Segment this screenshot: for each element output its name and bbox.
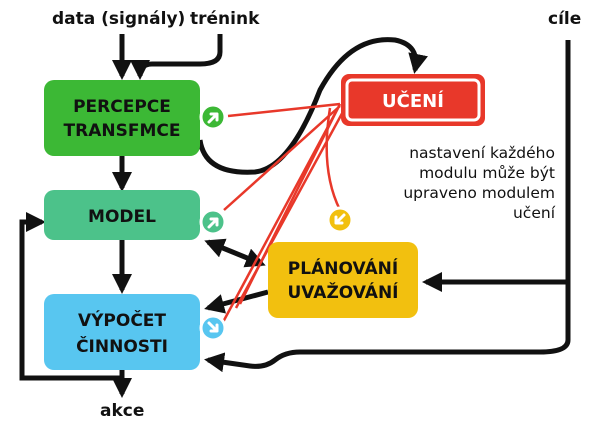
data-input-label: data (signály) bbox=[52, 9, 185, 29]
update-arrow-icon bbox=[199, 314, 227, 342]
arrow-perception-to-learning bbox=[197, 37, 428, 175]
arrow-planning-to-action bbox=[204, 289, 269, 314]
link-learning-planning bbox=[325, 107, 342, 211]
link-learning-perception bbox=[227, 102, 341, 118]
arrow-training-to-perception bbox=[130, 34, 223, 80]
perception-box bbox=[44, 80, 200, 156]
note-line-3: upraveno modulem bbox=[403, 184, 555, 202]
note-line-4: učení bbox=[513, 204, 556, 222]
module-model[interactable]: MODEL bbox=[44, 190, 200, 240]
action-label-1: VÝPOČET bbox=[78, 309, 166, 331]
goals-input-label: cíle bbox=[548, 9, 581, 29]
update-arrow-icon bbox=[199, 103, 227, 131]
module-action[interactable]: VÝPOČET ČINNOSTI bbox=[44, 294, 200, 370]
planning-box bbox=[268, 242, 418, 318]
action-output-label: akce bbox=[100, 401, 144, 421]
learning-label: UČENÍ bbox=[382, 90, 444, 112]
arrow-model-planning bbox=[204, 238, 266, 268]
note-line-2: modulu může být bbox=[419, 164, 555, 182]
planning-label-1: PLÁNOVÁNÍ bbox=[288, 257, 398, 279]
flow-arrows bbox=[19, 34, 571, 398]
module-perception[interactable]: PERCEPCE TRANSFMCE bbox=[44, 80, 200, 156]
arrow-goals-to-action bbox=[204, 282, 571, 373]
learning-note: nastavení každého modulu může být uprave… bbox=[403, 144, 555, 222]
planning-label-2: UVAŽOVÁNÍ bbox=[288, 281, 399, 303]
module-planning[interactable]: PLÁNOVÁNÍ UVAŽOVÁNÍ bbox=[268, 242, 418, 318]
arrow-feedback-to-model bbox=[19, 212, 122, 381]
perception-label-2: TRANSFMCE bbox=[64, 121, 181, 141]
module-learning[interactable]: UČENÍ bbox=[341, 74, 485, 126]
link-learning-model-2 bbox=[238, 103, 342, 305]
action-label-2: ČINNOSTI bbox=[76, 335, 168, 357]
action-box bbox=[44, 294, 200, 370]
update-arrow-icon bbox=[326, 206, 354, 234]
training-input-label: trénink bbox=[190, 9, 260, 29]
update-arrow-icon bbox=[199, 208, 227, 236]
perception-label-1: PERCEPCE bbox=[73, 97, 171, 117]
learning-box-inner bbox=[345, 78, 481, 122]
model-label: MODEL bbox=[88, 207, 156, 227]
learning-links bbox=[220, 102, 347, 325]
link-learning-model bbox=[223, 105, 341, 211]
model-box bbox=[44, 190, 200, 240]
note-line-1: nastavení každého bbox=[409, 144, 555, 162]
